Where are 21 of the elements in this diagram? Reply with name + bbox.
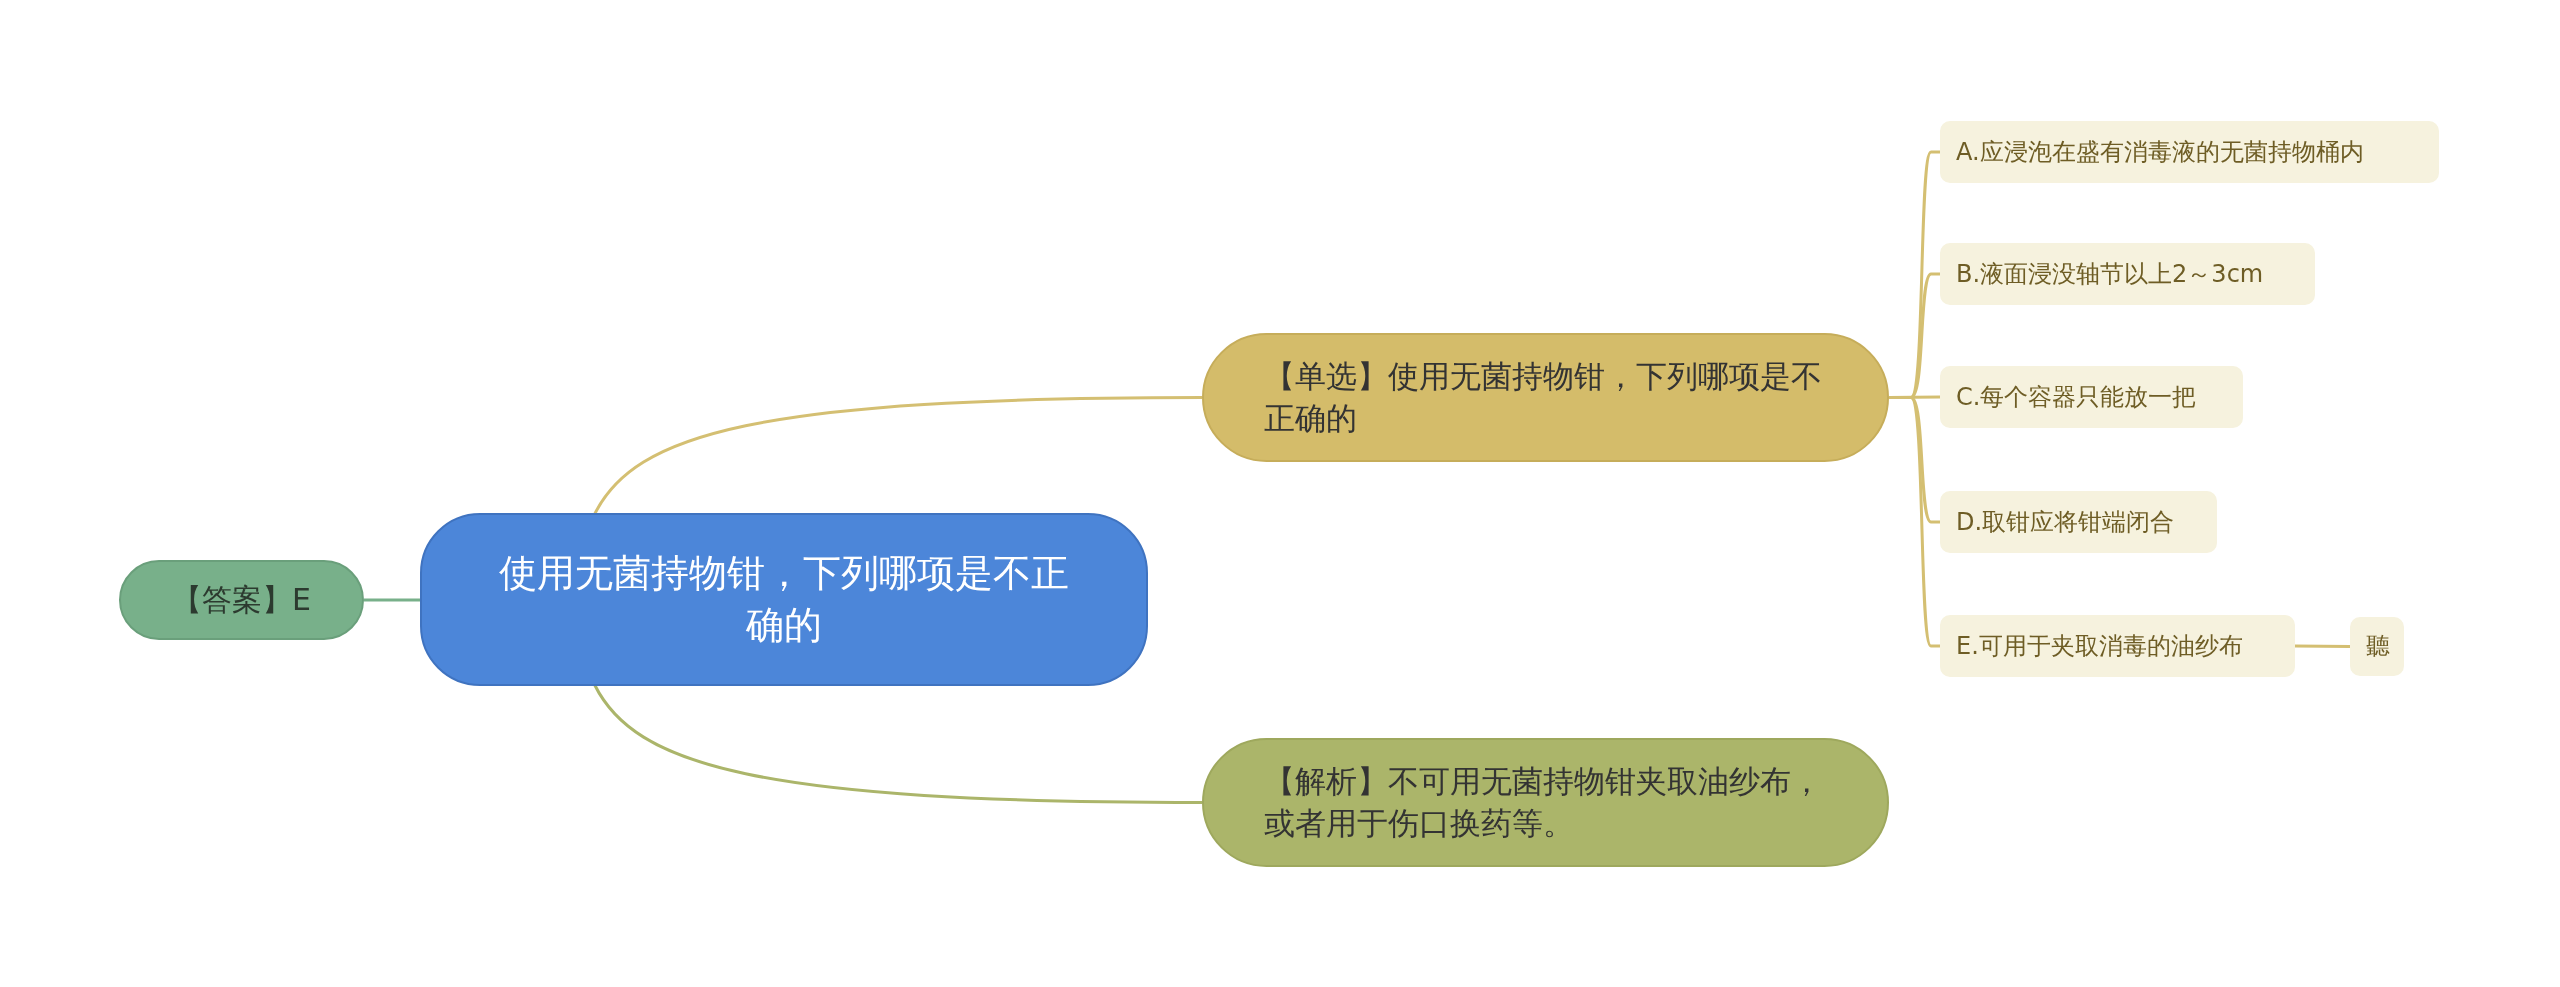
topic-bubble	[420, 513, 1148, 686]
connector-line	[593, 684, 1202, 804]
topic-text: 【解析】不可用无菌持物钳夹取油纱布，或者用于伤口换药等。	[1264, 761, 1823, 843]
topic-text: 使用无菌持物钳，下列哪项是不正确的	[498, 550, 1070, 649]
topic-bubble	[1940, 243, 2315, 305]
topic-text: A.应浸泡在盛有消毒液的无菌持物桶内	[1956, 136, 2364, 168]
topic-text: E.可用于夹取消毒的油纱布	[1956, 630, 2243, 662]
topic-text: 【答案】E	[172, 580, 311, 619]
topic-bubble	[1940, 615, 2295, 677]
topic-text: 聽	[2366, 631, 2390, 663]
topic-bubble	[1940, 491, 2217, 553]
connector-line	[2295, 644, 2350, 648]
topic-bubble	[1940, 366, 2243, 428]
topic-text: C.每个容器只能放一把	[1956, 381, 2197, 413]
topic-text: D.取钳应将钳端闭合	[1956, 506, 2175, 538]
connector-line	[364, 598, 420, 602]
topic-bubble	[1940, 121, 2439, 183]
connector-line	[593, 396, 1202, 515]
topic-text: B.液面浸没轴节以上2～3cm	[1956, 258, 2264, 290]
topic-text: 【单选】使用无菌持物钳，下列哪项是不正确的	[1264, 356, 1823, 438]
topic-bubble	[2350, 617, 2404, 676]
